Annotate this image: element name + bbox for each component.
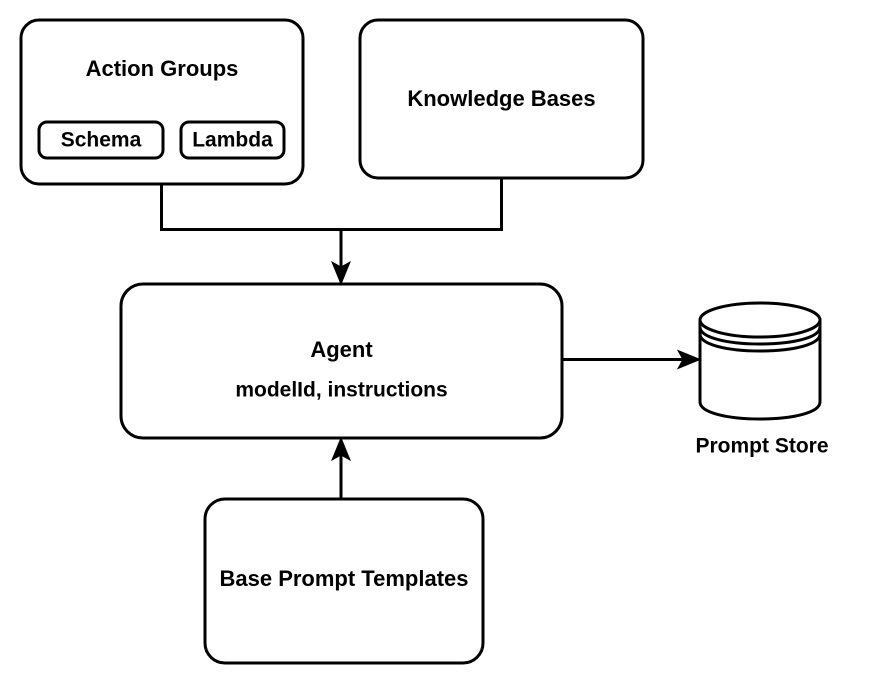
schema-label: Schema: [61, 129, 142, 152]
edge-base-prompt-templates-to-agent: [330, 436, 352, 499]
base-prompt-templates-label: Base Prompt Templates: [219, 566, 468, 591]
prompt-store-cylinder-body[interactable]: [698, 318, 822, 421]
action-groups-label: Action Groups: [86, 56, 239, 81]
edge-action-groups-to-agent: [160, 184, 341, 231]
schema-box[interactable]: [37, 120, 165, 160]
lambda-label: Lambda: [192, 129, 273, 152]
node-base-prompt-templates[interactable]: Base Prompt Templates: [203, 497, 485, 665]
node-knowledge-bases[interactable]: Knowledge Bases: [358, 18, 645, 180]
prompt-store-ring-arc-2: [698, 332, 822, 353]
node-lambda[interactable]: Lambda: [179, 120, 286, 160]
knowledge-bases-label: Knowledge Bases: [407, 86, 595, 111]
agent-label-subtitle: modelId, instructions: [235, 379, 447, 402]
node-agent[interactable]: Agent modelId, instructions: [119, 282, 564, 440]
prompt-store-label: Prompt Store: [695, 435, 828, 458]
node-prompt-store[interactable]: Prompt Store: [695, 301, 829, 458]
lambda-box[interactable]: [179, 120, 286, 160]
knowledge-bases-box[interactable]: [358, 18, 645, 180]
agent-label-title: Agent: [310, 337, 373, 362]
base-prompt-templates-box[interactable]: [203, 497, 485, 665]
edge-agent-to-prompt-store: [562, 349, 702, 370]
node-schema[interactable]: Schema: [37, 120, 165, 160]
edge-knowledge-bases-to-agent: [341, 178, 503, 231]
prompt-store-cylinder-lid: [698, 301, 822, 339]
edge-merge-to-agent: [330, 229, 352, 286]
prompt-store-ring-arc-1: [698, 325, 822, 346]
node-action-groups[interactable]: Action Groups Schema Lambda: [19, 18, 305, 186]
agent-box[interactable]: [119, 282, 564, 440]
